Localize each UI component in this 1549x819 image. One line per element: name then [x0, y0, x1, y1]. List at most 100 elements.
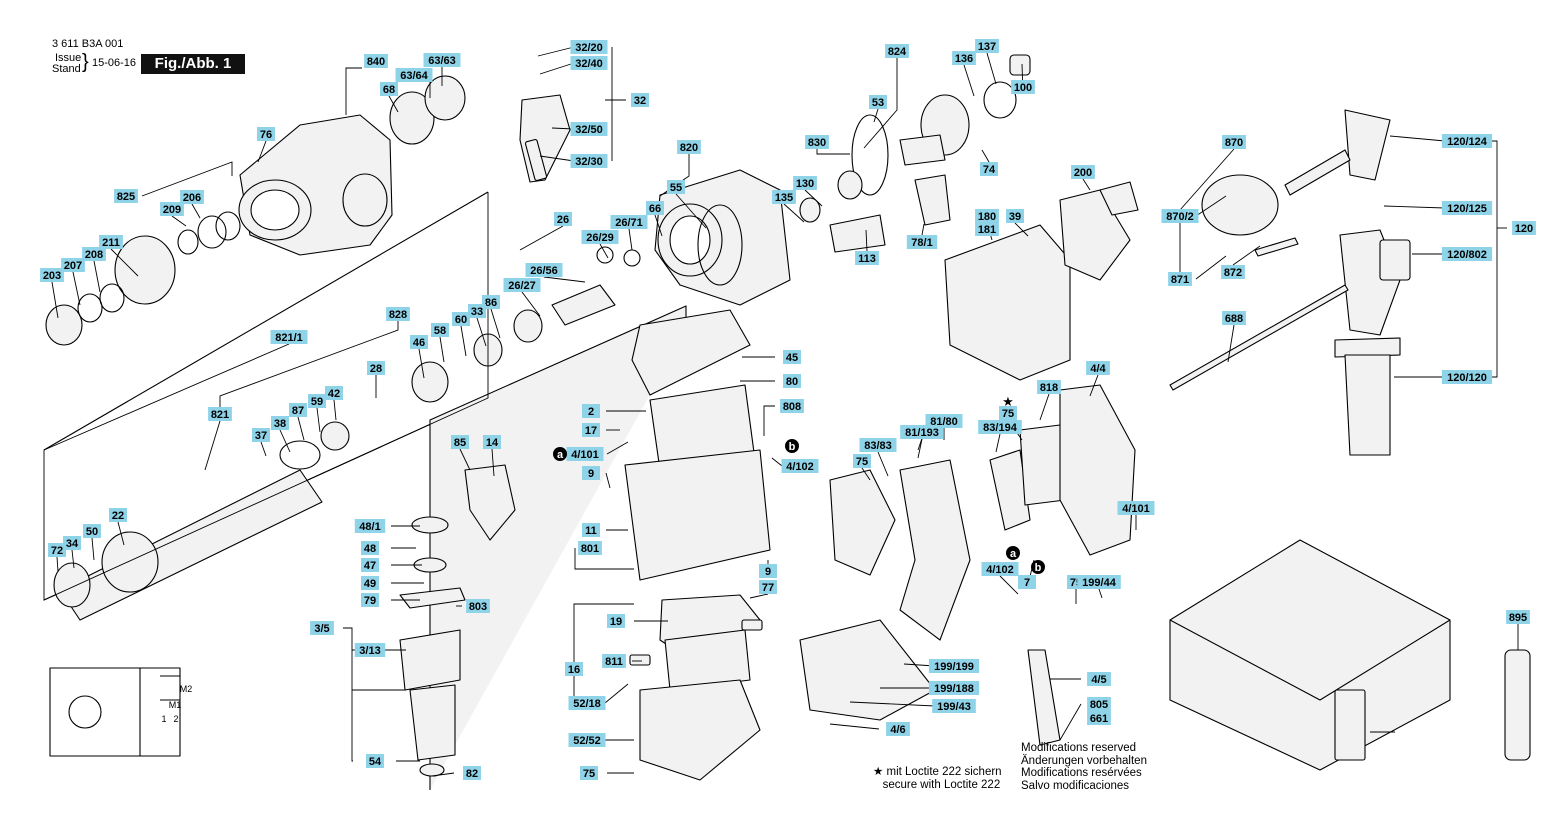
callout-text: 34	[66, 538, 79, 550]
marker-circle	[1006, 546, 1020, 560]
circlip-137	[983, 81, 1017, 119]
callout-text: 77	[762, 582, 774, 594]
callout-label: 811	[602, 654, 626, 668]
callout-box	[40, 268, 64, 282]
callout-label: 211	[99, 235, 123, 249]
callout-text: 46	[413, 337, 425, 349]
callout-box	[554, 212, 572, 226]
callout-text: 821	[211, 409, 229, 421]
callout-label: 120/120	[1441, 370, 1493, 384]
callout-text: 199/188	[934, 683, 974, 695]
callout-label: 136	[952, 51, 976, 65]
callout-box	[308, 394, 326, 408]
seal-55	[697, 204, 743, 286]
callout-text: 39	[1009, 211, 1021, 223]
callout-text: 4/102	[786, 461, 814, 473]
callout-label: 180	[975, 209, 999, 223]
callout-box	[793, 176, 817, 190]
callout-box	[1087, 711, 1111, 725]
callout-text: 14	[486, 437, 499, 449]
leader-line	[519, 225, 564, 251]
leader-line	[521, 291, 541, 317]
callout-box	[386, 307, 410, 321]
callout-label: 66	[646, 201, 664, 215]
callout-box	[1087, 672, 1111, 686]
callout-label: 63/63	[423, 53, 461, 67]
callout-label: 37	[252, 428, 270, 442]
leader-line	[986, 52, 997, 85]
callout-box	[975, 209, 999, 223]
callout-text: 113	[858, 253, 876, 265]
callout-text: 120/125	[1447, 203, 1487, 215]
callout-text: 75	[583, 768, 595, 780]
callout-box	[607, 614, 625, 628]
callout-box	[759, 564, 777, 578]
part-81-193	[989, 449, 1031, 531]
leader-line	[816, 149, 850, 155]
leader-line	[460, 325, 467, 357]
callout-box	[48, 543, 66, 557]
callout-box	[582, 423, 600, 437]
leader-line	[539, 155, 575, 162]
leader-line	[539, 62, 575, 75]
callout-box	[1222, 135, 1246, 149]
grease-tube-661	[1504, 649, 1531, 761]
callout-text: 207	[64, 260, 82, 272]
callout-box	[783, 350, 801, 364]
schematic-motor	[68, 695, 102, 729]
brush-811	[629, 654, 651, 666]
leader-line	[574, 548, 634, 570]
callout-box	[1221, 265, 1245, 279]
callout-box	[1441, 247, 1493, 261]
callout-text: 75	[856, 456, 868, 468]
callout-label: 808	[780, 399, 804, 413]
callout-box	[1222, 311, 1246, 325]
callout-label: 820	[677, 140, 701, 154]
callout-label: 74	[980, 162, 998, 176]
housing-bore-inner	[250, 189, 300, 231]
callout-label: 49	[361, 576, 379, 590]
leader-line	[257, 140, 267, 163]
leader-line	[191, 203, 201, 219]
callout-box	[1441, 134, 1493, 148]
leader-line	[543, 276, 586, 283]
callout-text: 895	[1509, 612, 1527, 624]
callout-label: 68	[380, 82, 398, 96]
issue-date: 15-06-16	[92, 57, 137, 69]
handle-ring	[1334, 337, 1401, 358]
callout-text: 82	[466, 768, 478, 780]
callout-text: 2	[588, 406, 594, 418]
callout-text: 209	[163, 204, 181, 216]
aux-handle-120	[1344, 354, 1391, 456]
callout-box	[1117, 501, 1155, 515]
cover-85	[464, 464, 516, 541]
callout-text: 22	[112, 510, 124, 522]
ring-207	[77, 293, 103, 323]
callout-box	[646, 201, 664, 215]
callout-label: 870/2	[1161, 209, 1199, 223]
leader-line	[476, 317, 487, 347]
callout-text: 120/120	[1447, 372, 1487, 384]
leader-line	[345, 67, 362, 115]
callout-text: 872	[1224, 267, 1242, 279]
callout-box	[582, 466, 600, 480]
callout-label: 48	[361, 541, 379, 555]
callout-box	[900, 425, 944, 439]
callout-label: 805	[1087, 697, 1111, 711]
leader-line	[1389, 135, 1446, 142]
callout-text: 805	[1090, 699, 1108, 711]
leader-line	[877, 451, 889, 477]
callout-text: 688	[1225, 313, 1243, 325]
callout-text: 811	[605, 656, 623, 668]
callout-box	[759, 580, 777, 594]
loctite-note: ★ mit Loctite 222 sichern secure with Lo…	[873, 766, 1002, 791]
callout-box	[180, 190, 204, 204]
leader-line	[865, 229, 868, 252]
callout-label: 4/5	[1087, 672, 1111, 686]
callout-box	[1086, 361, 1110, 375]
callout-label: 200	[1071, 165, 1095, 179]
callout-box	[257, 127, 275, 141]
leader-line	[260, 441, 267, 457]
gear-135	[799, 197, 821, 223]
